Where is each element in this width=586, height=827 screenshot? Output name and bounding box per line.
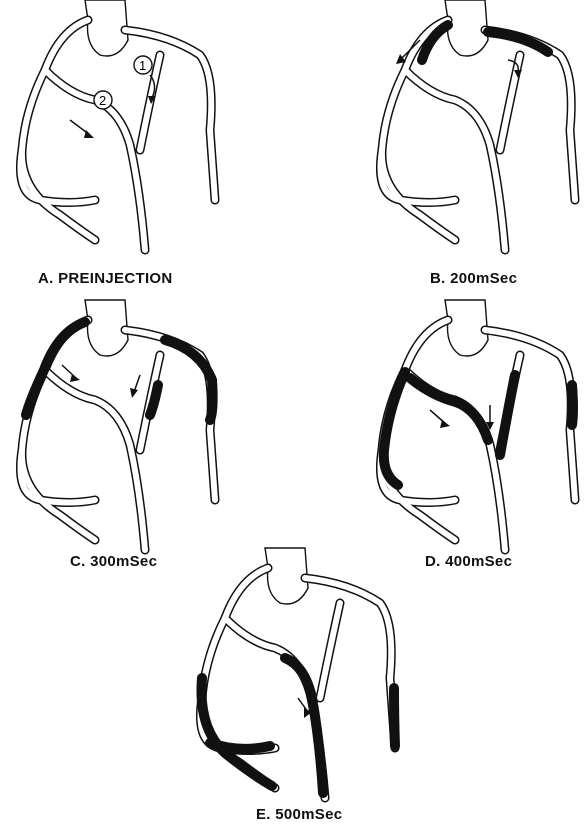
caption-d: D. 400mSec xyxy=(425,553,512,570)
contrast-fill xyxy=(210,743,270,749)
caption-c: C. 300mSec xyxy=(70,553,157,570)
caption-e: E. 500mSec xyxy=(256,806,342,823)
marker-2-label: 2 xyxy=(99,93,106,108)
panel-b: B. 200mSec xyxy=(360,0,586,290)
vessel-drawing-c xyxy=(0,300,230,550)
contrast-fill xyxy=(384,372,405,485)
arrowhead-icon xyxy=(130,388,138,398)
panel-d: D. 400mSec xyxy=(360,300,586,575)
caption-b: B. 200mSec xyxy=(430,270,517,287)
contrast-fill xyxy=(26,322,85,415)
panel-c: C. 300mSec xyxy=(0,300,230,575)
contrast-fill xyxy=(394,688,395,746)
panel-a: 1 2 A. PREINJECTION xyxy=(0,0,220,290)
panel-e: E. 500mSec xyxy=(180,548,410,827)
contrast-fill xyxy=(572,385,573,425)
contrast-fill xyxy=(285,658,323,793)
arrowhead-icon xyxy=(70,374,80,382)
vessel-drawing-d xyxy=(360,300,586,550)
contrast-fill xyxy=(410,378,488,440)
caption-a: A. PREINJECTION xyxy=(38,270,173,287)
vessel-drawing-e xyxy=(180,548,410,798)
contrast-fill xyxy=(488,32,548,52)
arrowhead-icon xyxy=(440,420,450,428)
contrast-fill xyxy=(201,678,272,786)
contrast-fill xyxy=(500,375,515,455)
vessel-drawing-b xyxy=(360,0,586,260)
vessel-drawing-a: 1 2 xyxy=(0,0,220,260)
marker-1-label: 1 xyxy=(139,58,146,73)
